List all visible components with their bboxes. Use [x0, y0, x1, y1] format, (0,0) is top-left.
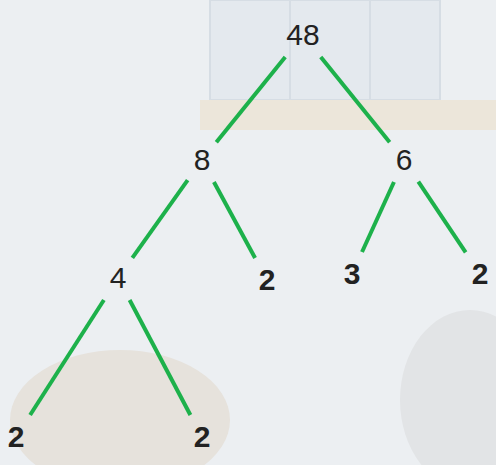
pupil-figure — [400, 310, 496, 465]
pupil-figure — [10, 350, 230, 465]
branch-line — [418, 182, 465, 253]
branch-line — [130, 300, 191, 415]
number-label: 4 — [110, 261, 127, 295]
branch-line — [216, 57, 285, 142]
factor-number: 8 — [191, 141, 214, 179]
prime-factor: 2 — [256, 261, 279, 299]
window — [210, 0, 440, 100]
factor-number: 48 — [283, 16, 322, 54]
prime-factor: 3 — [341, 255, 364, 293]
branch-line — [321, 57, 390, 142]
branch-line — [362, 182, 394, 252]
prime-factor: 2 — [5, 418, 28, 456]
branch-line — [418, 182, 465, 253]
number-label: 2 — [259, 263, 276, 297]
factor-number: 4 — [107, 259, 130, 297]
number-label: 2 — [472, 257, 489, 291]
branch-line — [132, 180, 187, 258]
branch-line — [214, 182, 255, 258]
number-label: 6 — [396, 143, 413, 177]
number-label: 8 — [194, 143, 211, 177]
branch-line — [321, 57, 390, 142]
number-label: 2 — [194, 420, 211, 454]
branch-line — [362, 182, 394, 252]
branch-line — [216, 57, 285, 142]
factor-number: 6 — [393, 141, 416, 179]
prime-factor: 2 — [469, 255, 492, 293]
prime-factor: 2 — [191, 418, 214, 456]
branch-line — [132, 180, 187, 258]
branch-line — [214, 182, 255, 258]
branch-line — [30, 300, 104, 415]
number-label: 48 — [286, 18, 319, 52]
window-frame — [369, 0, 371, 100]
number-label: 2 — [8, 420, 25, 454]
number-label: 3 — [344, 257, 361, 291]
branch-line — [130, 300, 191, 415]
branch-line — [30, 300, 104, 415]
